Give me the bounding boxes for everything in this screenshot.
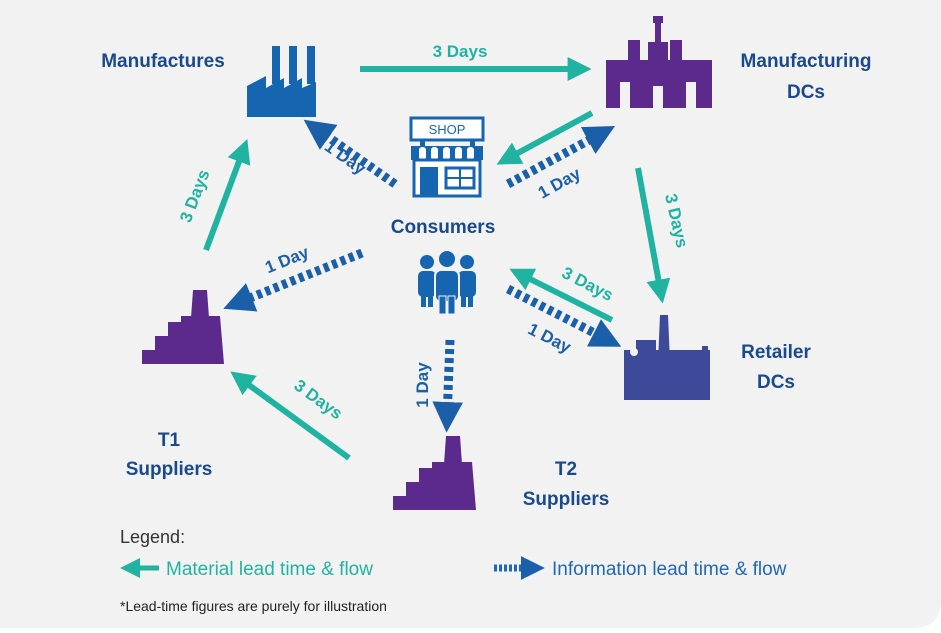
node-retailer-dcs: Retailer DCs [624,315,811,400]
flow-mfg-dcs-to-consumers [496,110,594,165]
node-label-retailer-dcs-line2: DCs [757,372,795,393]
material-flows [203,57,671,461]
stepped-factory-icon [142,290,224,364]
industrial-plant-icon [624,315,710,400]
stepped-factory-icon [393,436,476,510]
footnote: *Lead-time figures are purely for illust… [120,598,387,614]
flow-consumers-to-t2 [432,339,463,433]
legend-information-label: Information lead time & flow [552,559,787,580]
node-label-t1-suppliers-line2: Suppliers [126,459,213,480]
shop-icon: SHOP [409,116,485,198]
node-t2-suppliers: T2 Suppliers [393,436,609,510]
factory-icon [247,46,316,117]
flow-consumers-to-manufactures [303,119,398,188]
label-manufactures-to-mfg-dcs: 3 Days [433,42,488,61]
label-consumers-to-t2: 1 Day [413,362,432,408]
node-label-t1-suppliers-line1: T1 [158,430,181,451]
node-label-manufacturing-dcs-line1: Manufacturing [741,51,872,72]
node-label-t2-suppliers-line2: Suppliers [523,489,610,510]
flow-consumers-to-t1 [223,248,364,312]
flow-consumers-to-mfg-dcs [505,125,616,188]
node-consumers: SHOP Consumers [391,116,496,315]
node-label-t2-suppliers-line1: T2 [555,459,577,480]
node-label-manufacturing-dcs-line2: DCs [787,82,825,103]
castle-factory-icon [606,16,712,108]
shop-sign-text: SHOP [429,122,466,137]
node-label-retailer-dcs-line1: Retailer [741,342,811,363]
legend-title: Legend: [120,527,185,547]
people-group-icon [418,249,476,315]
information-flows [223,119,622,433]
flow-t1-to-manufactures [203,139,251,252]
flow-retailer-dcs-to-consumers [509,268,614,323]
node-manufactures: Manufactures [101,46,316,117]
node-label-consumers: Consumers [391,217,496,238]
node-label-manufactures: Manufactures [101,51,225,72]
node-t1-suppliers: T1 Suppliers [126,290,224,480]
legend-material-label: Material lead time & flow [166,559,373,580]
flow-mfg-dcs-to-retailer-dcs [635,167,671,304]
node-manufacturing-dcs: Manufacturing DCs [606,16,871,108]
flow-t2-to-t1 [230,371,351,461]
flow-consumers-to-retailer-dcs [505,284,622,347]
legend: Legend: Material lead time & flow Inform… [120,527,787,580]
